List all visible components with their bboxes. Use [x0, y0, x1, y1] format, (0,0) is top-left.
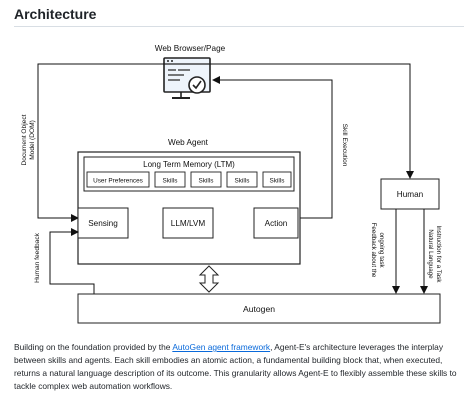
llm-box [162, 207, 214, 239]
section-heading: Architecture [14, 6, 97, 22]
browser-label: Web Browser/Page [155, 44, 226, 53]
nl-instruction-line2: Instruction for a Task [435, 226, 442, 284]
description-paragraph: Building on the foundation provided by t… [14, 341, 466, 393]
browser-to-human-arrow [210, 63, 414, 179]
autogen-label: Autogen [243, 304, 275, 314]
memory-box-label: User Preferences [93, 178, 143, 185]
nl-instruction-line1: Natural Language [427, 229, 434, 279]
paragraph-text-before: Building on the foundation provided by t… [14, 342, 173, 352]
sensing-box [77, 207, 129, 239]
dom-label-line2: Model (DOM) [29, 120, 36, 160]
memory-box-skills [226, 171, 258, 188]
memory-box-label: Skills [163, 178, 178, 185]
feedback-task-line1: Feedback about the [370, 223, 377, 278]
dom-label-line1: Document Object [21, 114, 28, 165]
memory-box-label: Skills [199, 178, 214, 185]
human-feedback-label: Human feedback [34, 232, 41, 283]
memory-box-user-preferences [86, 171, 150, 188]
llm-label: LLM/LVM [171, 219, 206, 228]
skill-execution-label: Skill Execution [341, 124, 348, 167]
sensing-label: Sensing [88, 219, 118, 228]
dom-arrow [37, 63, 164, 222]
memory-box-skills [262, 171, 292, 188]
feedback-task-line2: ongoing task [378, 232, 385, 268]
memory-box-label: Skills [235, 178, 250, 185]
architecture-diagram: Web Browser/Page Document Object Model (… [21, 44, 442, 324]
memory-box-label: Skills [270, 178, 285, 185]
human-label: Human [397, 190, 424, 199]
skill-execution-arrow [212, 76, 333, 219]
action-label: Action [265, 219, 288, 228]
web-browser-icon [163, 57, 211, 99]
bidirectional-arrow [198, 265, 220, 293]
human-box [380, 178, 440, 210]
memory-box-skills [154, 171, 186, 188]
web-agent-label: Web Agent [168, 138, 209, 147]
human-feedback-arrow [49, 228, 95, 294]
autogen-box [77, 293, 441, 324]
action-box [253, 207, 299, 239]
paragraph-text-after: , Agent-E's architecture leverages the i… [14, 342, 457, 391]
heading-divider [14, 26, 464, 27]
autogen-link[interactable]: AutoGen agent framework [172, 342, 271, 352]
memory-box-skills [190, 171, 222, 188]
ltm-label: Long Term Memory (LTM) [143, 160, 235, 169]
